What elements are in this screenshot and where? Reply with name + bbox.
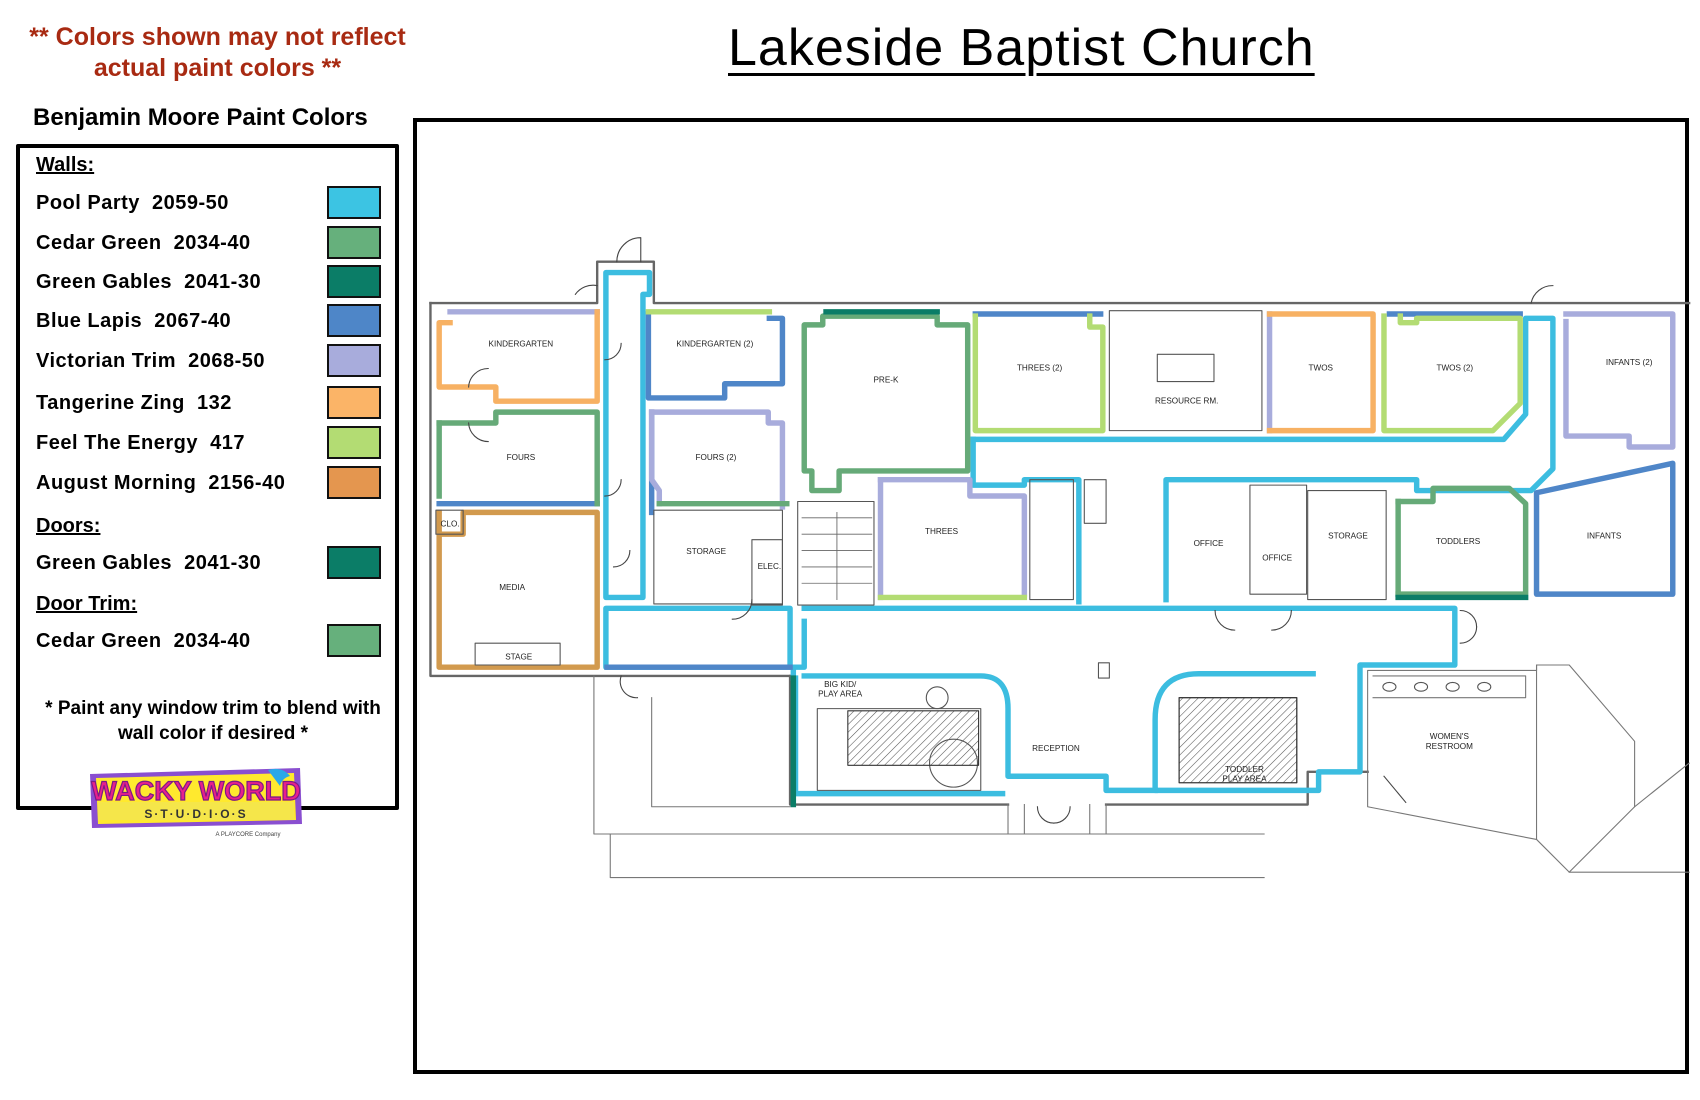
- floor-plan-frame: [413, 118, 1689, 1074]
- legend-row-cedar-green: Cedar Green 2034-40: [36, 226, 381, 262]
- legend-label: Cedar Green 2034-40: [36, 232, 251, 254]
- note-line-2: wall color if desired *: [117, 723, 309, 744]
- disclaimer-line-2: actual paint colors **: [93, 54, 342, 82]
- wacky-world-logo: WACKY WORLD S·T·U·D·I·O·S A PLAYCORE Com…: [88, 768, 304, 840]
- legend-row-august-morning: August Morning 2156-40: [36, 466, 381, 502]
- legend-row-door-green-gables: Green Gables 2041-30: [36, 546, 381, 582]
- legend-label: Tangerine Zing 132: [36, 392, 232, 414]
- logo-wordmark: WACKY WORLD: [91, 776, 301, 806]
- disclaimer-line-1: ** Colors shown may not reflect: [29, 23, 406, 51]
- color-swatch: [327, 426, 381, 459]
- legend-label: Cedar Green 2034-40: [36, 630, 251, 652]
- walls-heading: Walls:: [36, 154, 95, 176]
- logo-studios: S·T·U·D·I·O·S: [144, 807, 247, 821]
- legend-label: Victorian Trim 2068-50: [36, 350, 266, 372]
- legend-row-victorian-trim: Victorian Trim 2068-50: [36, 344, 381, 380]
- legend-row-door-trim-cedar-green: Cedar Green 2034-40: [36, 624, 381, 660]
- legend-label: Green Gables 2041-30: [36, 552, 262, 574]
- logo-tagline: A PLAYCORE Company: [216, 832, 281, 838]
- note-line-1: * Paint any window trim to blend with: [45, 698, 381, 719]
- color-swatch: [327, 624, 381, 657]
- color-swatch: [327, 226, 381, 259]
- paint-legend: Walls: Pool Party 2059-50 Cedar Green 20…: [16, 144, 399, 810]
- legend-row-pool-party: Pool Party 2059-50: [36, 186, 381, 222]
- window-trim-note: * Paint any window trim to blend with wa…: [28, 696, 398, 746]
- color-swatch: [327, 546, 381, 579]
- color-disclaimer: ** Colors shown may not reflect actual p…: [0, 22, 435, 84]
- legend-label: August Morning 2156-40: [36, 472, 286, 494]
- legend-row-tangerine-zing: Tangerine Zing 132: [36, 386, 381, 422]
- doors-heading: Doors:: [36, 515, 101, 537]
- legend-label: Green Gables 2041-30: [36, 271, 262, 293]
- color-swatch: [327, 386, 381, 419]
- legend-row-green-gables: Green Gables 2041-30: [36, 265, 381, 301]
- legend-title: Benjamin Moore Paint Colors: [33, 104, 368, 131]
- color-swatch: [327, 265, 381, 298]
- legend-row-feel-the-energy: Feel The Energy 417: [36, 426, 381, 462]
- page-title: Lakeside Baptist Church: [728, 19, 1315, 77]
- color-swatch: [327, 344, 381, 377]
- legend-row-blue-lapis: Blue Lapis 2067-40: [36, 304, 381, 340]
- legend-label: Feel The Energy 417: [36, 432, 245, 454]
- legend-label: Blue Lapis 2067-40: [36, 310, 232, 332]
- color-swatch: [327, 466, 381, 499]
- color-swatch: [327, 304, 381, 337]
- door-trim-heading: Door Trim:: [36, 593, 138, 615]
- legend-label: Pool Party 2059-50: [36, 192, 229, 214]
- color-swatch: [327, 186, 381, 219]
